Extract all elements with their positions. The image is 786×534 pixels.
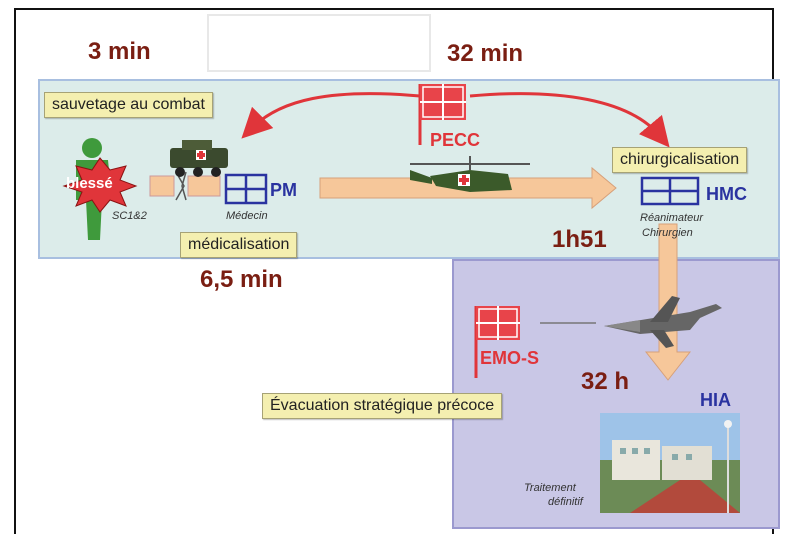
time-3min: 3 min [88,38,151,65]
sc-label: SC1&2 [112,210,147,222]
blank-box [207,14,431,72]
red-curved-arrow [241,92,421,139]
helicopter-icon [410,156,530,192]
pecc-label: PECC [430,130,481,150]
pm-grid-icon [224,173,268,205]
hia-label: HIA [700,390,731,410]
blesse-label: blessé [66,175,113,192]
red-curved-arrow-right [469,92,670,148]
time-6-5min: 6,5 min [200,266,283,293]
pecc-flag-icon [418,84,466,145]
armored-vehicle-icon [170,140,228,177]
label-medicalisation: médicalisation [180,232,298,258]
pm-label: PM [270,180,297,200]
time-32h: 32 h [581,368,630,395]
time-32min: 32 min [447,40,524,67]
label-evacuation: Évacuation stratégique précoce [262,393,503,419]
hmc-grid-icon [640,176,700,206]
medecin-label: Médecin [226,210,268,222]
chirurgien-label: Chirurgien [642,227,693,239]
emos-flag-icon [474,306,520,378]
label-sauvetage: sauvetage au combat [44,92,213,118]
blesse-starburst [62,157,138,213]
emos-label: EMO-S [480,348,540,368]
hospital-photo [600,413,740,513]
reanimateur-label: Réanimateur [640,212,703,224]
time-1h51: 1h51 [552,226,607,253]
label-chirurgicalisation: chirurgicalisation [612,147,748,173]
traitement-label-1: Traitement [524,482,576,494]
jet-icon [604,296,722,348]
traitement-label-2: définitif [548,496,583,508]
arrow-blesse-pm [149,171,221,201]
hmc-label: HMC [706,184,747,204]
